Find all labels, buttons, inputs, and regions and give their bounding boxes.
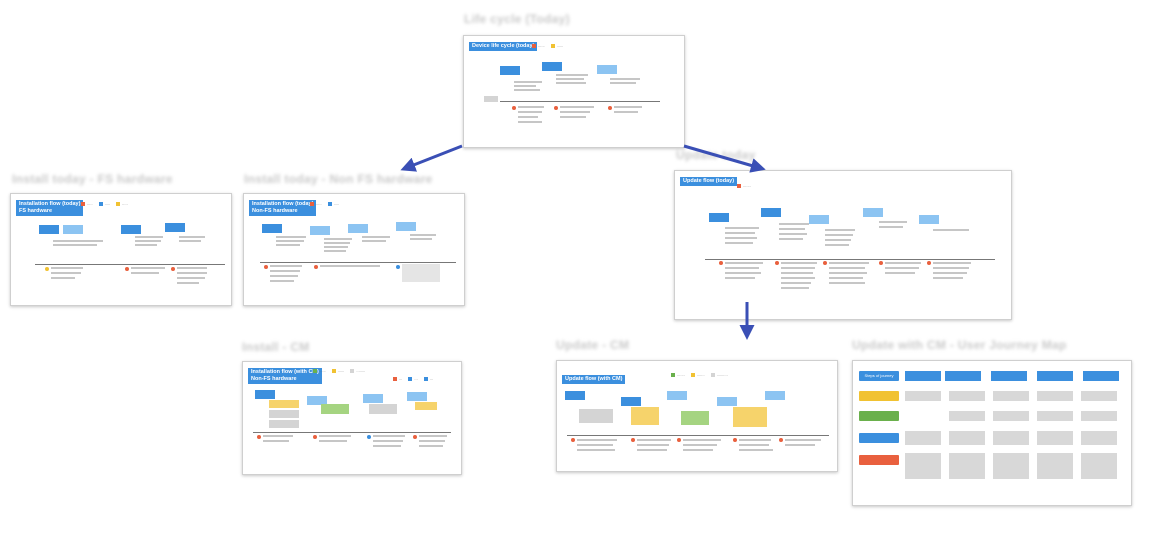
- lifecycle-board[interactable]: Device life cycle (today) ............: [463, 35, 685, 148]
- step-card: [396, 222, 416, 231]
- journey-row: [859, 391, 899, 401]
- step-card: [63, 225, 83, 234]
- step-card: [348, 224, 368, 233]
- step-card: [717, 397, 737, 406]
- legend: ........................: [671, 372, 728, 377]
- update-journey-title: Update with CM - User Journey Map: [852, 338, 1067, 352]
- step-card: [919, 215, 939, 224]
- lifecycle-title: Life cycle (Today): [464, 12, 570, 26]
- journey-row: [859, 411, 899, 421]
- legend: ...............: [81, 201, 128, 206]
- legend: .......: [737, 183, 751, 188]
- step-card: [542, 62, 562, 71]
- step-card: [597, 65, 617, 74]
- update-cm-title: Update - CM: [556, 338, 630, 352]
- board-header: Device life cycle (today): [469, 42, 538, 51]
- arrow-to-install: [400, 144, 463, 172]
- step-card: [255, 390, 275, 399]
- step-card: [809, 215, 829, 224]
- journey-board[interactable]: Steps of journey: [852, 360, 1132, 506]
- timeline: [35, 264, 225, 265]
- timeline: [705, 259, 995, 260]
- timeline: [500, 101, 660, 102]
- step-card: [39, 225, 59, 234]
- step-card: [667, 391, 687, 400]
- step-card: [121, 225, 141, 234]
- timeline: [260, 262, 456, 263]
- arrow-to-update: [683, 144, 766, 173]
- step-card: [165, 223, 185, 232]
- step-card: [363, 394, 383, 403]
- update-today-board[interactable]: Update flow (today) .......: [674, 170, 1012, 320]
- board-header: Update flow (today): [680, 177, 738, 186]
- update-cm-board[interactable]: Update flow (with CM) ..................…: [556, 360, 838, 472]
- legend: ..........: [310, 201, 339, 206]
- legend: ....................: [313, 368, 365, 373]
- install-cm-board[interactable]: Installation flow (with CM)Non-FS hardwa…: [242, 361, 462, 475]
- timeline: [253, 432, 451, 433]
- journey-row: [859, 455, 899, 465]
- step-card: [765, 391, 785, 400]
- install-nonfs-board[interactable]: Installation flow (today)Non-FS hardware…: [243, 193, 465, 306]
- timeline: [567, 435, 829, 436]
- journey-row: [859, 433, 899, 443]
- step-card: [407, 392, 427, 401]
- step-card: [863, 208, 883, 217]
- board-header: Installation flow (today)FS hardware: [16, 200, 84, 216]
- step-card: [761, 208, 781, 217]
- step-card: [307, 396, 327, 405]
- install-cm-title: Install - CM: [242, 340, 310, 354]
- step-card: [709, 213, 729, 222]
- step-card: [310, 226, 330, 235]
- board-header: Update flow (with CM): [562, 375, 626, 384]
- install-nonfs-title: Install today - Non FS hardware: [244, 172, 433, 186]
- step-card: [621, 397, 641, 406]
- step-card: [262, 224, 282, 233]
- step-card: [565, 391, 585, 400]
- journey-header: Steps of journey: [859, 371, 899, 381]
- board-header: Installation flow (with CM)Non-FS hardwa…: [248, 368, 322, 384]
- install-fs-title: Install today - FS hardware: [12, 172, 173, 186]
- install-fs-board[interactable]: Installation flow (today)FS hardware ...…: [10, 193, 232, 306]
- legend: ............: [532, 43, 563, 48]
- step-card: [500, 66, 520, 75]
- board-header: Installation flow (today)Non-FS hardware: [249, 200, 317, 216]
